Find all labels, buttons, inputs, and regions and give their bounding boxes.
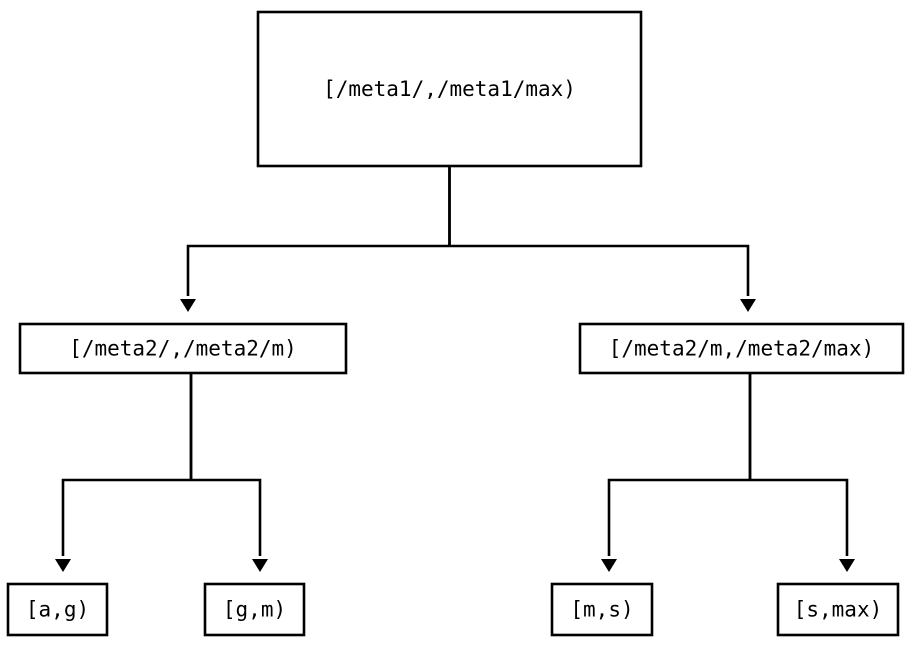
node-box[interactable] <box>256 10 643 168</box>
tree-edge <box>55 373 193 572</box>
edge-arrowhead-icon <box>252 559 268 572</box>
node-box[interactable] <box>776 582 900 637</box>
tree-node[interactable]: [s,max) <box>776 582 900 637</box>
edge-branch <box>607 478 750 556</box>
edge-arrowhead-icon <box>839 559 855 572</box>
edges-layer <box>55 166 855 572</box>
tree-node[interactable]: [g,m) <box>203 582 306 637</box>
node-label: [/meta2/m,/meta2/max) <box>609 337 875 361</box>
tree-edge <box>448 166 756 312</box>
nodes-layer: [/meta1/,/meta1/max) [/meta2/,/meta2/m) [/… <box>6 10 905 637</box>
edge-arrowhead-icon <box>180 299 196 312</box>
node-label: [m,s) <box>570 598 633 622</box>
tree-node[interactable]: [/meta1/,/meta1/max) <box>256 10 643 168</box>
node-label: [a,g) <box>26 598 89 622</box>
tree-edge <box>180 166 451 312</box>
edge-branch <box>186 244 450 296</box>
edge-arrowhead-icon <box>55 559 71 572</box>
node-label: [/meta1/,/meta1/max) <box>323 77 576 101</box>
node-box[interactable] <box>550 582 654 637</box>
tree-node[interactable]: [m,s) <box>550 582 654 637</box>
edge-arrowhead-icon <box>601 559 617 572</box>
edge-branch <box>191 478 262 556</box>
node-box[interactable] <box>18 322 348 375</box>
tree-edge <box>189 373 268 572</box>
edge-branch <box>449 244 750 296</box>
tree-edge <box>748 373 855 572</box>
node-box[interactable] <box>578 322 905 375</box>
node-label: [s,max) <box>794 598 883 622</box>
tree-edge <box>601 373 752 572</box>
tree-node[interactable]: [a,g) <box>6 582 109 637</box>
node-box[interactable] <box>203 582 306 637</box>
tree-node[interactable]: [/meta2/m,/meta2/max) <box>578 322 905 375</box>
node-box[interactable] <box>6 582 109 637</box>
edge-arrowhead-icon <box>740 299 756 312</box>
tree-node[interactable]: [/meta2/,/meta2/m) <box>18 322 348 375</box>
edge-branch <box>750 478 849 556</box>
edge-branch <box>61 478 191 556</box>
node-label: [/meta2/,/meta2/m) <box>69 337 297 361</box>
node-label: [g,m) <box>223 598 286 622</box>
